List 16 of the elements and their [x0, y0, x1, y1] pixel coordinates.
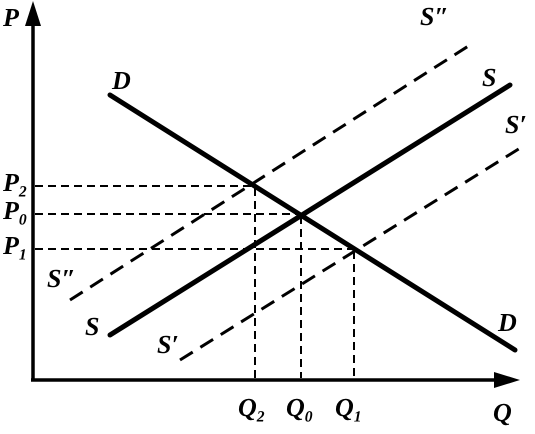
curve-label: S′ [505, 112, 527, 138]
axis-label: P [3, 5, 19, 31]
curve-label: D [112, 68, 131, 94]
curve-label: S′ [157, 332, 179, 358]
curve-label: D [498, 310, 517, 336]
tick-label: P$_{0}$ [3, 198, 27, 224]
tick-label: Q$_{1}$ [335, 395, 362, 421]
tick-label: Q$_{0}$ [286, 395, 313, 421]
tick-label: P$_{2}$ [3, 170, 27, 196]
curve-label: S [85, 314, 100, 340]
curve-label: S″ [420, 4, 449, 30]
curve-label: S [482, 65, 496, 91]
tick-label: Q$_{2}$ [238, 395, 265, 421]
curve-label: S″ [47, 266, 76, 292]
axis-label: Q [493, 400, 512, 426]
tick-label: P$_{1}$ [3, 233, 27, 259]
